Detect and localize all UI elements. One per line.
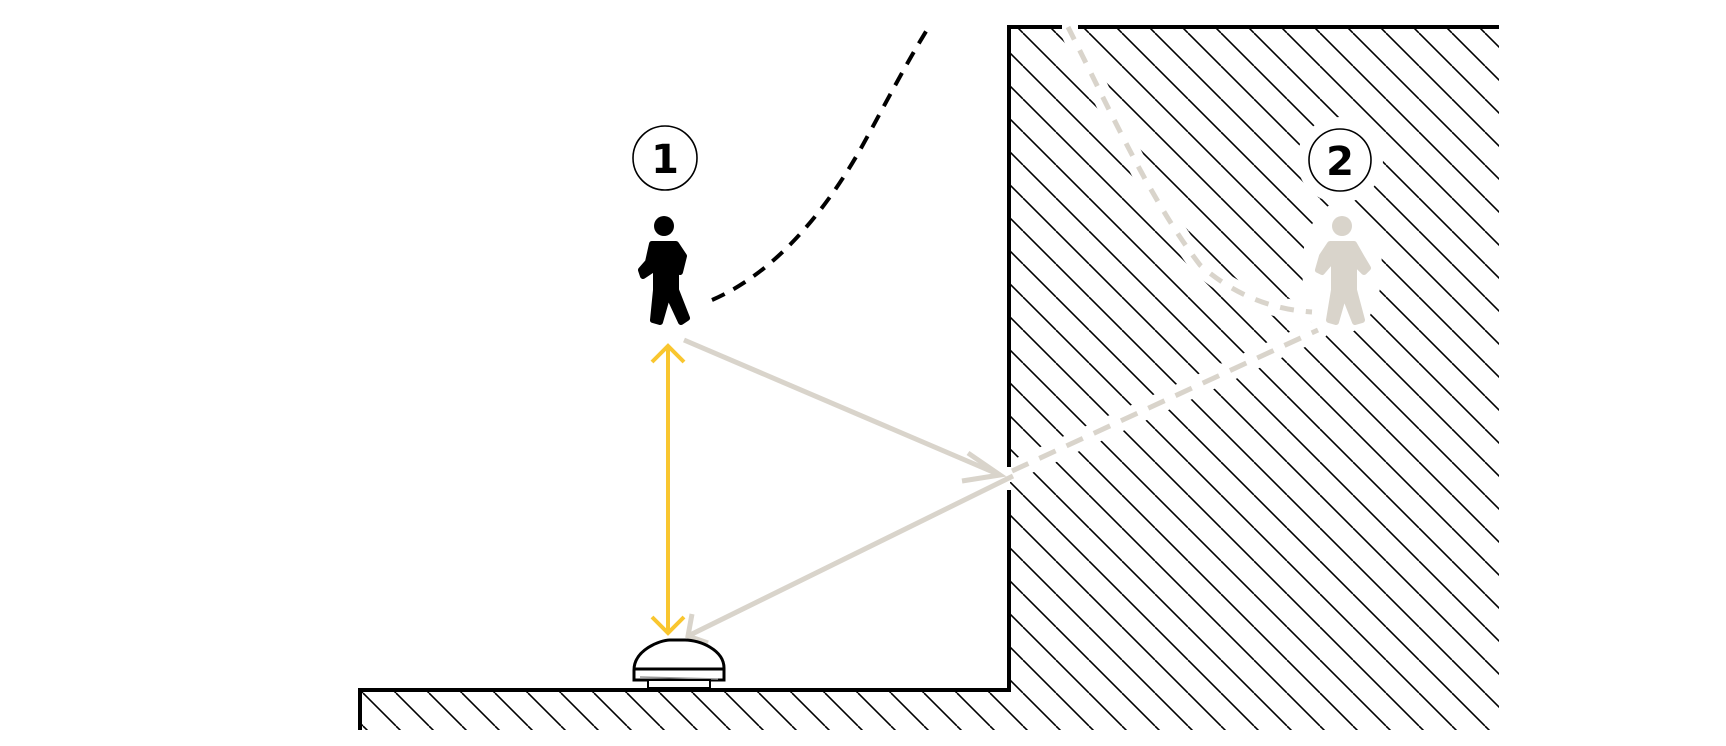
- walking-path-person-1: [711, 23, 932, 302]
- person-ghost-icon: [1315, 216, 1371, 325]
- radar-sensor-icon: [632, 638, 726, 689]
- reflection-arrows: [683, 337, 1015, 646]
- person-walking-icon: [638, 216, 690, 325]
- arrowhead-icon: [961, 450, 1007, 484]
- floor-hatch: [360, 690, 1010, 730]
- marker-label-2: 2: [1326, 139, 1354, 185]
- reflection-arrow-return: [686, 473, 1015, 639]
- marker-badge-1: 1: [632, 125, 698, 191]
- arrowhead-icon: [685, 613, 709, 646]
- marker-label-1: 1: [651, 137, 679, 183]
- floor: [360, 690, 1010, 730]
- marker-badge-2: 2: [1308, 128, 1372, 192]
- arrowhead-up-icon: [650, 343, 686, 364]
- direct-detection-arrow: [650, 343, 686, 636]
- virtual-reflection-line: [1010, 327, 1320, 474]
- wall: [1010, 29, 1499, 730]
- reflection-arrow-outgoing: [683, 337, 1001, 478]
- wall-hatch: [1010, 29, 1499, 730]
- arrowhead-down-icon: [650, 615, 686, 636]
- wall-outline: [358, 25, 1499, 730]
